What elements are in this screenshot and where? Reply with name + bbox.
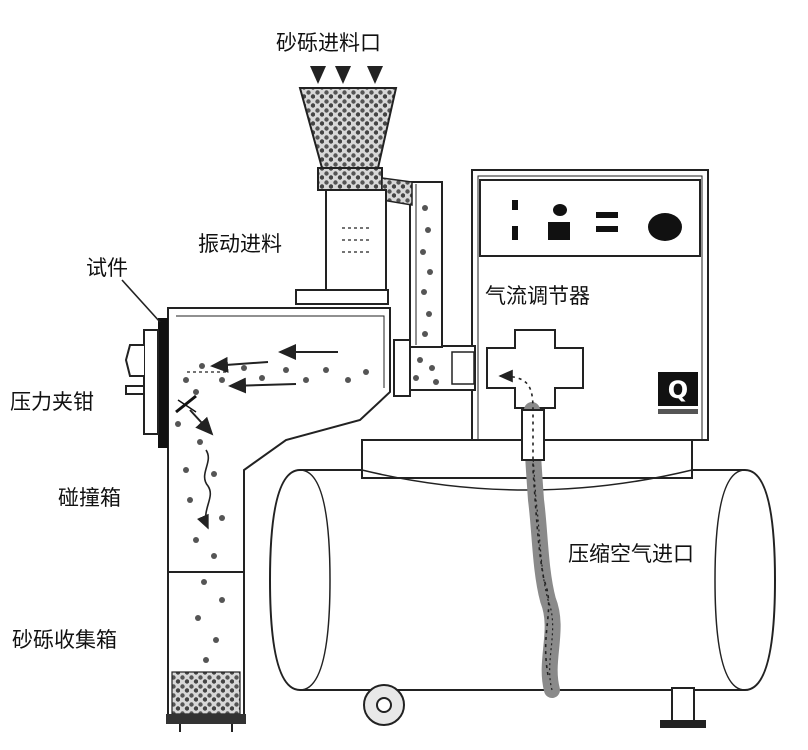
- grit-particles: [175, 205, 439, 663]
- deflector: [175, 394, 197, 414]
- hose-fitting: [521, 409, 545, 461]
- label-collection-box: 砂砾收集箱: [12, 628, 117, 652]
- label-vibrating-feed: 振动进料: [198, 232, 282, 256]
- label-flow-regulator: 气流调节器: [485, 284, 590, 308]
- inlet-arrows: [310, 66, 383, 84]
- dial: [648, 213, 682, 241]
- air-tank: [268, 439, 777, 691]
- indicator-bar: [596, 226, 618, 232]
- specimen-plate: [158, 318, 168, 448]
- label-grit-inlet: 砂砾进料口: [276, 31, 381, 55]
- grit-flow-arrows: [186, 344, 338, 530]
- airflow-path: [498, 369, 550, 676]
- indicator-light: [553, 204, 567, 216]
- label-collision-box: 碰撞箱: [58, 486, 121, 510]
- wheel: [363, 684, 405, 726]
- control-panel: [512, 200, 682, 241]
- q-logo: Q: [658, 372, 698, 414]
- pressure-clamp: [124, 329, 159, 435]
- regulator-cross: [486, 329, 584, 409]
- tank-foot: [660, 687, 706, 728]
- label-air-inlet: 压缩空气进口: [568, 542, 694, 566]
- indicator-bar: [596, 212, 618, 218]
- q-logo-letter: Q: [668, 376, 688, 404]
- indicator-bar: [512, 226, 518, 240]
- indicator-bar: [512, 200, 518, 210]
- label-specimen: 试件: [86, 256, 128, 280]
- display-block: [548, 222, 570, 240]
- hopper: [298, 87, 413, 206]
- label-pressure-clamp: 压力夹钳: [10, 390, 94, 414]
- specimen-leader-line: [121, 279, 161, 323]
- vibrating-feeder: [295, 189, 389, 305]
- collection-box: [166, 571, 246, 732]
